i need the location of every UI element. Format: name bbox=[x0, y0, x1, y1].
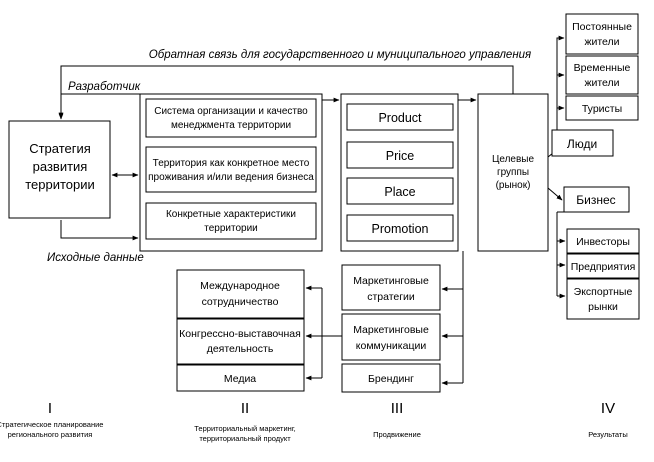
territory-place-line-2: проживания и/или ведения бизнеса bbox=[148, 171, 314, 183]
mix-promotion-label: Promotion bbox=[372, 222, 429, 236]
stage-1-numeral: I bbox=[48, 400, 52, 417]
promo-strategies-box bbox=[341, 264, 441, 311]
people-item-tourists-label: Туристы bbox=[582, 103, 622, 115]
people-item-permanent-line-2: жители bbox=[584, 36, 619, 48]
mix-product-box bbox=[346, 103, 454, 131]
feedback-label: Обратная связь для государственного и му… bbox=[149, 49, 531, 61]
territory-characteristics-line-1: Конкретные характеристики bbox=[166, 209, 296, 220]
promo-branding-box bbox=[341, 363, 441, 393]
business-item-export-line-2: рынки bbox=[588, 301, 618, 313]
strategy-line-1: Стратегия bbox=[29, 141, 91, 156]
business-box bbox=[563, 186, 630, 213]
strategy-line-3: территории bbox=[25, 177, 95, 192]
mix-promotion-box bbox=[346, 214, 454, 242]
business-item-enterprises-box bbox=[566, 253, 640, 279]
people-bracket bbox=[556, 37, 563, 130]
people-item-tourists-box bbox=[565, 95, 639, 121]
target-groups-line-2: группы bbox=[497, 167, 529, 178]
mix-place-box bbox=[346, 177, 454, 205]
territory-system-quality-box bbox=[145, 98, 317, 138]
business-item-export-box bbox=[566, 278, 640, 320]
business-item-export-line-1: Экспортные bbox=[574, 286, 633, 298]
mix-place-label: Place bbox=[384, 185, 415, 199]
promo-strategies-line-2: стратегии bbox=[367, 291, 415, 303]
promo-branding-label: Брендинг bbox=[368, 373, 414, 385]
people-label: Люди bbox=[567, 137, 597, 151]
activity-congress-line-1: Конгрессно-выставочная bbox=[179, 328, 301, 340]
stage-1-caption-line-1: Стратегическое планирование bbox=[0, 420, 103, 429]
activity-media-box bbox=[176, 364, 305, 392]
mix-product-label: Product bbox=[378, 111, 422, 125]
input-data-arrow bbox=[60, 220, 139, 241]
stage-1-caption-line-2: регионального развития bbox=[8, 430, 93, 439]
activity-media-label: Медиа bbox=[224, 373, 256, 385]
territory-characteristics-box bbox=[145, 202, 317, 240]
promo-strategies-line-1: Маркетинговые bbox=[353, 275, 429, 287]
stage-4-caption-line-1: Результаты bbox=[588, 430, 628, 439]
strategy-box bbox=[8, 120, 111, 219]
promo-communications-box bbox=[341, 313, 441, 361]
stage-2-caption-line-2: территориальный продукт bbox=[199, 434, 291, 443]
activity-international-line-1: Международное bbox=[200, 280, 280, 292]
activity-congress-box bbox=[176, 318, 305, 365]
strategy-line-2: развития bbox=[33, 159, 88, 174]
target-to-business-arrow bbox=[547, 187, 563, 201]
mix-price-box bbox=[346, 141, 454, 169]
activity-international-line-2: сотрудничество bbox=[202, 296, 279, 308]
stage-2-numeral: II bbox=[241, 400, 249, 417]
promo-communications-line-2: коммуникации bbox=[356, 340, 427, 352]
people-item-permanent-box bbox=[565, 13, 639, 55]
stage-3-numeral: III bbox=[391, 400, 404, 417]
people-box bbox=[551, 129, 614, 157]
input-data-label: Исходные данные bbox=[47, 252, 144, 264]
territory-place-line-1: Территория как конкретное место bbox=[153, 158, 310, 169]
territory-system-quality-line-1: Система организации и качество bbox=[154, 106, 308, 117]
business-label: Бизнес bbox=[576, 193, 615, 207]
territory-place-box bbox=[145, 146, 317, 193]
business-item-investors-label: Инвесторы bbox=[576, 236, 630, 248]
developer-arrow bbox=[58, 93, 140, 120]
activity-congress-line-2: деятельность bbox=[207, 343, 274, 355]
target-groups-box bbox=[477, 93, 549, 252]
territory-system-quality-line-2: менеджмента территории bbox=[171, 120, 291, 131]
people-item-permanent-line-1: Постоянные bbox=[572, 21, 632, 33]
stage-3-caption-line-1: Продвижение bbox=[373, 430, 421, 439]
target-groups-line-1: Целевые bbox=[492, 154, 535, 165]
business-item-investors-box bbox=[566, 228, 640, 254]
people-item-temporary-line-1: Временные bbox=[574, 62, 631, 74]
target-groups-line-3: (рынок) bbox=[496, 180, 531, 191]
mix-price-label: Price bbox=[386, 149, 415, 163]
stage-2-caption-line-1: Территориальный маркетинг, bbox=[194, 424, 295, 433]
stage-4-numeral: IV bbox=[601, 400, 615, 417]
people-item-temporary-line-2: жители bbox=[584, 77, 619, 89]
territory-characteristics-line-2: территории bbox=[204, 223, 258, 234]
promo-communications-line-1: Маркетинговые bbox=[353, 324, 429, 336]
business-item-enterprises-label: Предприятия bbox=[571, 261, 636, 273]
developer-label: Разработчик bbox=[68, 81, 141, 93]
feedback-arrow bbox=[58, 65, 514, 119]
activity-international-box bbox=[176, 269, 305, 319]
people-item-temporary-box bbox=[565, 55, 639, 95]
